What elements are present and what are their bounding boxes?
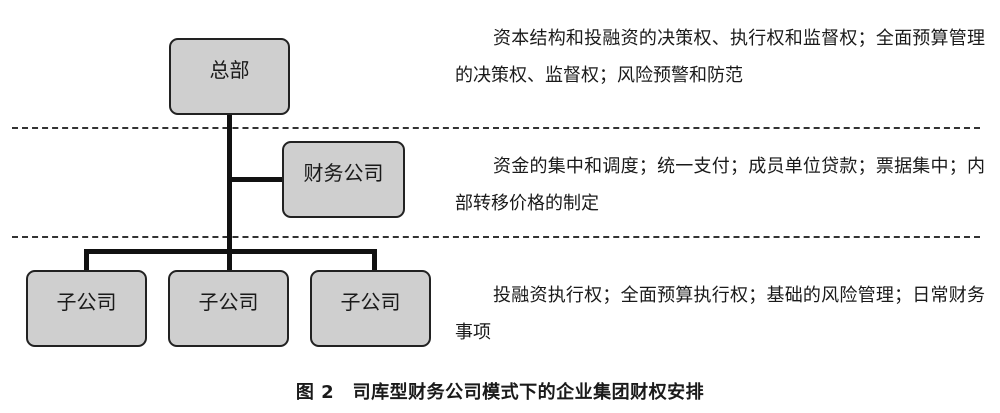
subsidiary-drop-right [372,249,377,271]
finance-company-node: 财务公司 [282,141,405,218]
finance-company-description: 资金的集中和调度；统一支付；成员单位贷款；票据集中；内部转移价格的制定 [455,156,985,214]
subsidiary-label-3: 子公司 [340,290,401,314]
finance-company-label: 财务公司 [303,161,384,185]
headquarters-node: 总部 [169,38,290,115]
trunk-line [227,113,232,315]
subsidiary-description: 投融资执行权；全面预算执行权；基础的风险管理；日常财务事项 [455,285,985,343]
subsidiary-drop-left [84,249,89,271]
headquarters-label: 总部 [209,58,250,82]
subsidiary-node-1: 子公司 [26,270,147,347]
headquarters-description: 资本结构和投融资的决策权、执行权和监督权；全面预算管理的决策权、监督权；风险预警… [455,28,985,86]
subsidiary-label-2: 子公司 [198,290,259,314]
subsidiary-node-2: 子公司 [168,270,289,347]
separator-bottom [12,236,980,238]
subsidiary-label-1: 子公司 [56,290,117,314]
subsidiary-bus-line [84,249,377,254]
separator-top [12,127,980,129]
subsidiary-node-3: 子公司 [310,270,431,347]
figure-caption: 图 2 司库型财务公司模式下的企业集团财权安排 [295,382,705,403]
finance-branch-line [227,177,283,182]
